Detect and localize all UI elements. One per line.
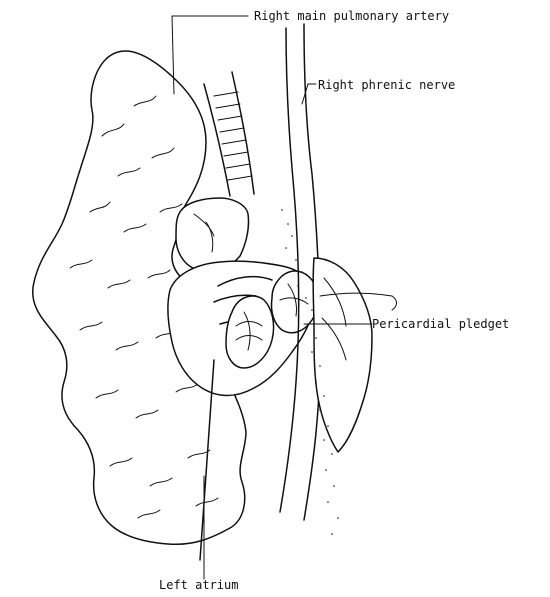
pulmonary-artery-structure [204, 72, 254, 196]
right-pericardial-flap [313, 258, 372, 452]
pulmonary-artery-stump [176, 198, 249, 271]
label-pericardial-pledget: Pericardial pledget [372, 317, 509, 331]
label-left-atrium: Left atrium [159, 578, 238, 592]
label-right-phrenic-nerve: Right phrenic nerve [318, 78, 455, 92]
label-right-main-pulmonary-artery: Right main pulmonary artery [254, 9, 449, 23]
